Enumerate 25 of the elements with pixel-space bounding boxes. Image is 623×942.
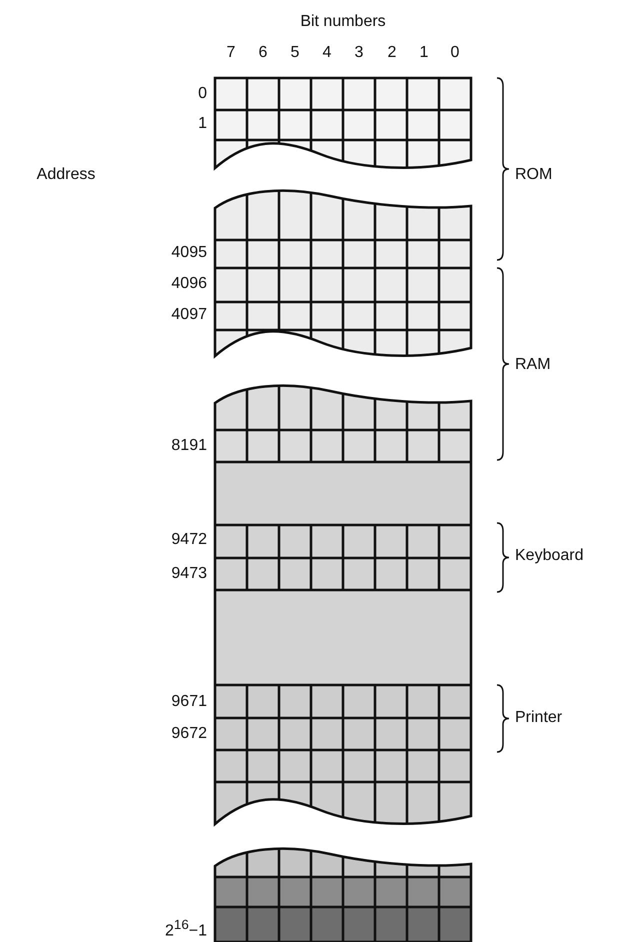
region-label: Printer [515,709,562,727]
address-number: 0 [198,85,207,103]
address-number: 8191 [171,437,207,455]
bit-number: 1 [420,44,428,62]
axis-title: Address [36,166,96,184]
bit-number: 6 [258,44,268,62]
address-number: 9472 [171,531,207,549]
bit-number: 0 [450,44,460,62]
bit-number: 5 [290,44,300,62]
bit-number: 7 [226,44,236,62]
address-number: 1 [198,115,207,133]
address-number: 9671 [171,693,207,711]
address-number: 9672 [171,725,207,743]
bit-number: 2 [388,44,396,62]
bit-number: 4 [322,44,332,62]
address-number: 4095 [171,244,207,262]
column-heading: Bit numbers [300,13,386,31]
address-number: 4096 [171,275,207,293]
address-number: 9473 [171,565,207,583]
region-label: RAM [515,356,551,374]
bit-number: 3 [354,44,364,62]
region-label: Keyboard [515,547,584,565]
address-number: 4097 [171,306,207,324]
region-label: ROM [515,166,552,184]
address-number: 2$^{16}$−1 [165,916,207,940]
